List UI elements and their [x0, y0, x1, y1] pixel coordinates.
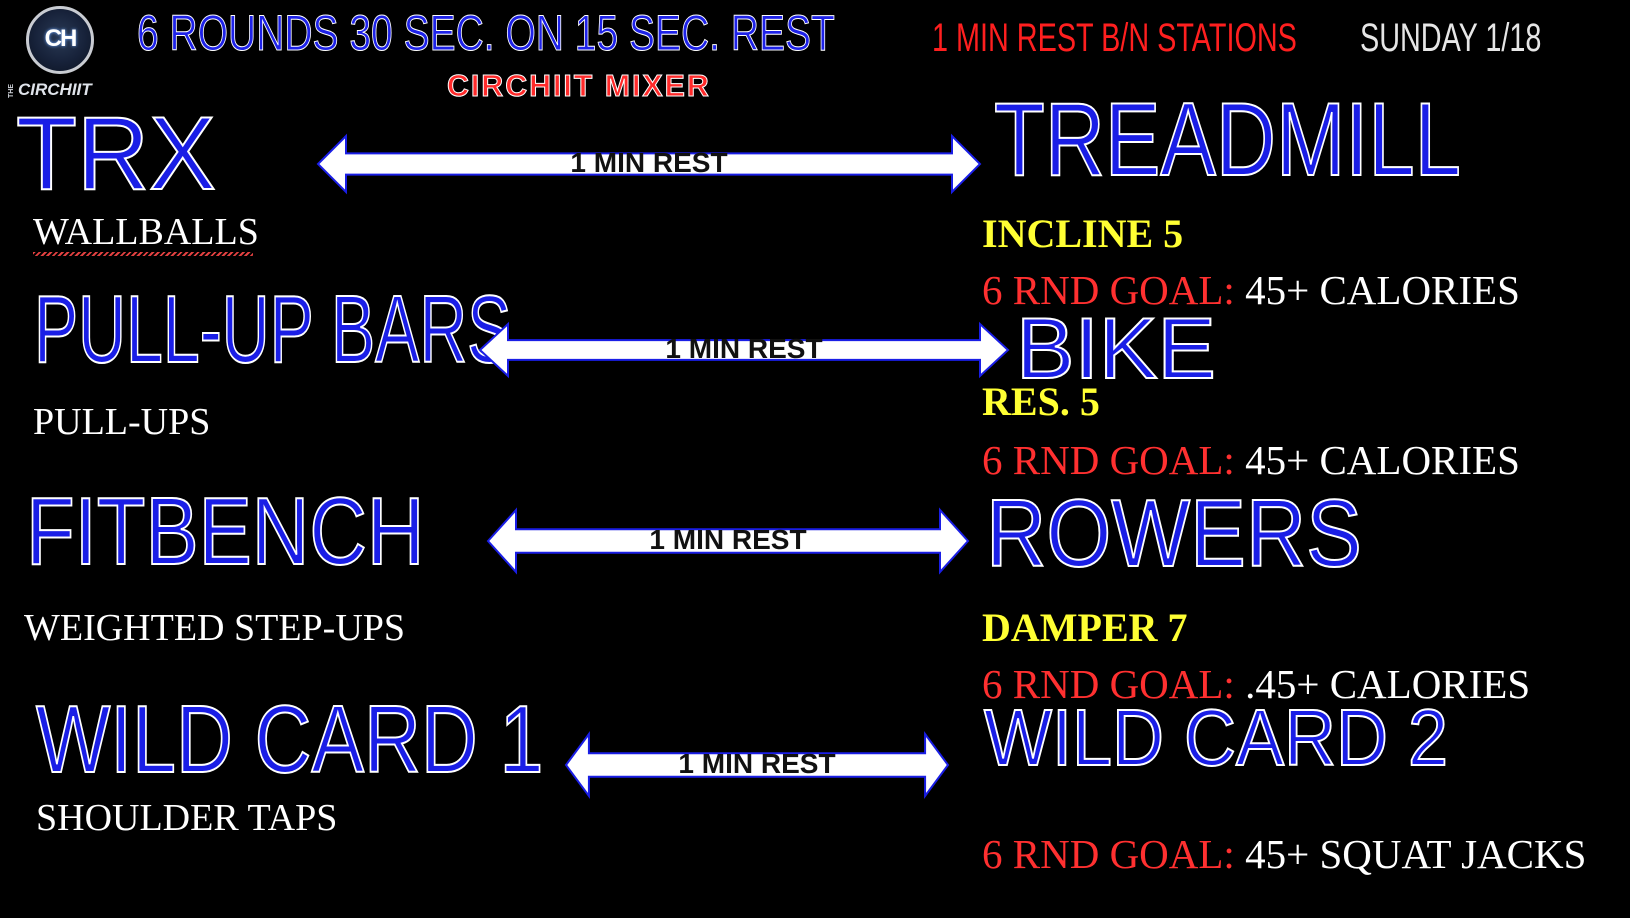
- exercise-weighted-step-ups: WEIGHTED STEP-UPS: [24, 607, 406, 649]
- logo-wordmark: CIRCHIIT: [18, 80, 92, 99]
- logo-badge: CH: [26, 6, 94, 74]
- exercise-wallballs: WALLBALLS: [33, 211, 259, 253]
- station-treadmill: TREADMILL: [993, 82, 1462, 198]
- station-rowers: ROWERS: [985, 480, 1363, 587]
- rest-arrow-label: 1 MIN REST: [665, 333, 823, 364]
- goal-value: 45+ SQUAT JACKS: [1234, 831, 1587, 877]
- rest-arrow-3: 1 MIN REST: [486, 507, 970, 575]
- goal-wild-card-2: 6 RND GOAL: 45+ SQUAT JACKS: [982, 830, 1586, 878]
- double-arrow-shape: [486, 507, 970, 575]
- goal-label: 6 RND GOAL:: [982, 437, 1235, 483]
- circhiit-logo: CH THE CIRCHIIT: [8, 2, 123, 99]
- goal-value: .45+ CALORIES: [1234, 661, 1531, 707]
- goal-bike: 6 RND GOAL: 45+ CALORIES: [982, 436, 1520, 484]
- station-trx: TRX: [15, 96, 217, 212]
- station-bike: BIKE: [1015, 301, 1217, 397]
- rest-arrow-4: 1 MIN REST: [564, 730, 950, 800]
- exercise-shoulder-taps: SHOULDER TAPS: [36, 797, 338, 839]
- rest-arrow-1: 1 MIN REST: [316, 133, 982, 195]
- rest-arrow-label: 1 MIN REST: [570, 147, 728, 178]
- goal-label: 6 RND GOAL:: [982, 661, 1235, 707]
- exercise-pull-ups: PULL-UPS: [33, 401, 211, 443]
- station-pull-up-bars: PULL-UP BARS: [33, 276, 512, 383]
- workout-date: SUNDAY 1/18: [1360, 16, 1542, 60]
- double-arrow-icon: [564, 730, 950, 800]
- workout-subtitle: CIRCHIIT MIXER: [447, 68, 711, 104]
- goal-treadmill: 6 RND GOAL: 45+ CALORIES: [982, 266, 1520, 314]
- double-arrow-icon: [478, 321, 1010, 379]
- double-arrow-shape: [478, 321, 1010, 379]
- station-wild-card-2: WILD CARD 2: [983, 693, 1449, 782]
- double-arrow-shape: [316, 133, 982, 195]
- workout-title: 6 ROUNDS 30 SEC. ON 15 SEC. REST: [137, 5, 836, 62]
- goal-label: 6 RND GOAL:: [982, 267, 1235, 313]
- goal-value: 45+ CALORIES: [1234, 267, 1520, 313]
- rest-arrow-label: 1 MIN REST: [649, 524, 807, 555]
- station-wild-card-1: WILD CARD 1: [35, 686, 544, 793]
- double-arrow-shape: [564, 730, 950, 800]
- goal-label: 6 RND GOAL:: [982, 831, 1235, 877]
- setting-incline: INCLINE 5: [982, 211, 1184, 256]
- goal-value: 45+ CALORIES: [1234, 437, 1520, 483]
- double-arrow-icon: [486, 507, 970, 575]
- logo-monogram: CH: [44, 25, 78, 52]
- goal-rowers: 6 RND GOAL: .45+ CALORIES: [982, 660, 1530, 708]
- station-rest-note: 1 MIN REST B/N STATIONS: [932, 16, 1297, 60]
- setting-resistance: RES. 5: [982, 379, 1100, 424]
- rest-arrow-2: 1 MIN REST: [478, 321, 1010, 379]
- station-fitbench: FITBENCH: [25, 478, 425, 585]
- rest-arrow-label: 1 MIN REST: [678, 748, 836, 779]
- setting-damper: DAMPER 7: [982, 605, 1188, 650]
- spellcheck-underline: [33, 252, 253, 256]
- double-arrow-icon: [316, 133, 982, 195]
